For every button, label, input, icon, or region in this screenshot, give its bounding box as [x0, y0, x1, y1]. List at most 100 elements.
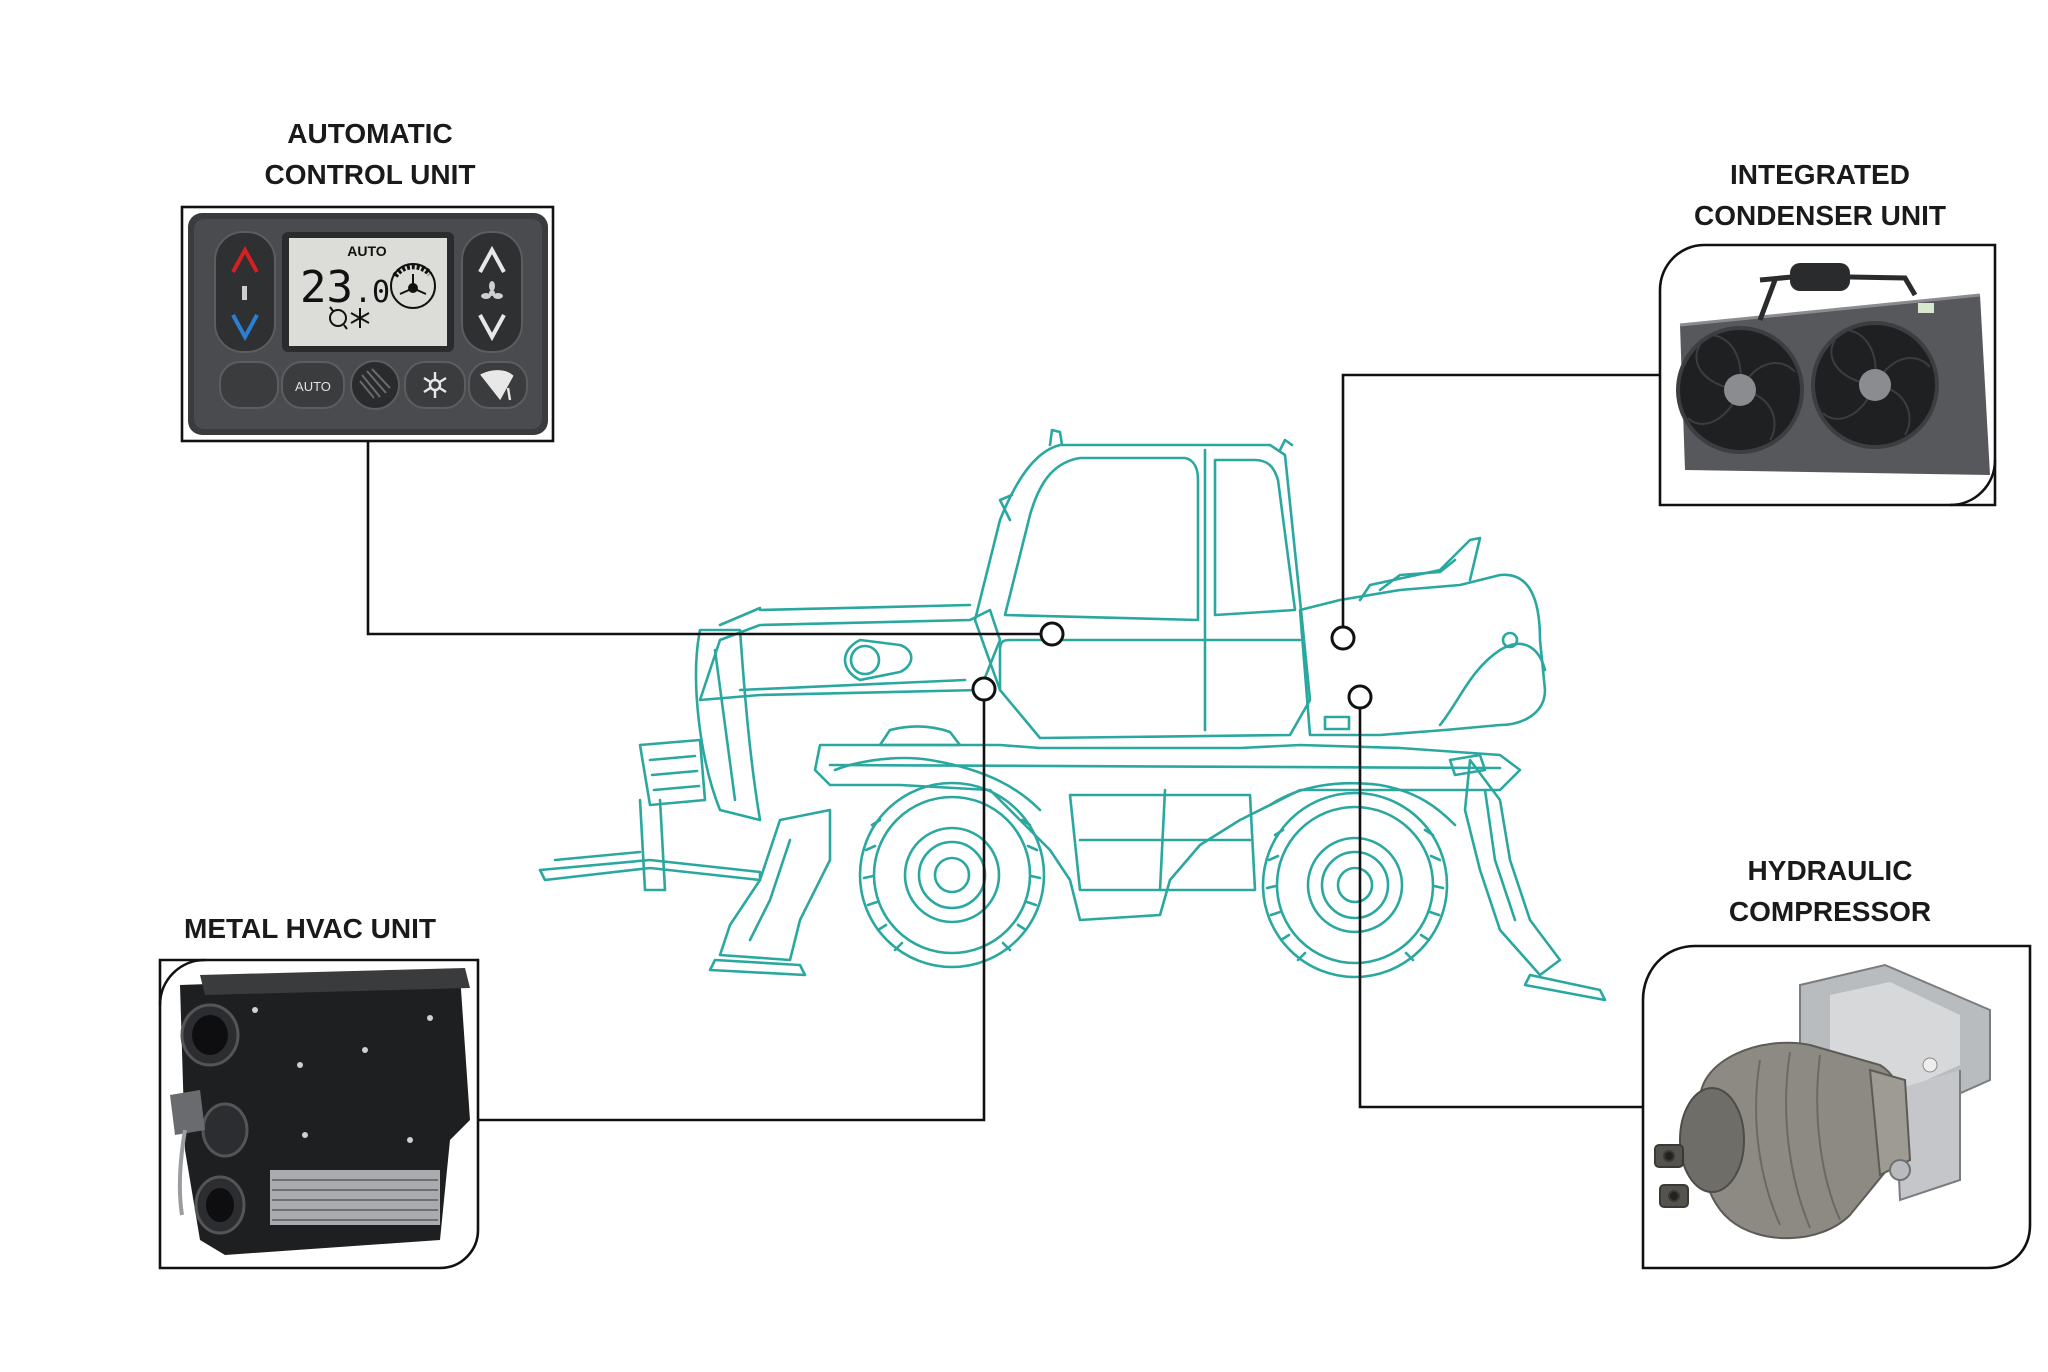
hvac-panel — [158, 958, 480, 1270]
snowflake-icon — [423, 372, 447, 398]
temp-up-arrow-icon — [231, 245, 259, 273]
front-tire-outer — [858, 781, 1046, 969]
fork-carriage — [638, 738, 707, 807]
leader-compressor — [1358, 697, 1643, 1109]
rear-stabilizer-inner — [1483, 788, 1517, 922]
knob-button[interactable] — [350, 360, 400, 410]
control-unit-title: AUTOMATIC CONTROL UNIT — [240, 113, 500, 195]
front-rim-inner — [917, 840, 987, 910]
condenser-sticker — [1918, 303, 1934, 313]
hvac-title: METAL HVAC UNIT — [160, 908, 460, 949]
compressor-title: HYDRAULIC COMPRESSOR — [1690, 850, 1970, 932]
hvac-grille — [270, 1170, 440, 1225]
cab-body — [973, 443, 1312, 740]
hvac-title-line1: METAL HVAC UNIT — [184, 913, 436, 944]
cab-mirror — [998, 493, 1014, 522]
boom-lower-line — [738, 678, 967, 692]
leader-hvac — [478, 690, 986, 1122]
carriage-upright — [694, 628, 762, 822]
temp-down-arrow-icon — [231, 314, 259, 342]
control-unit-panel: AUTO 23 .0 AUTO — [180, 205, 555, 443]
fan-down-arrow-icon — [478, 314, 506, 342]
compressor-front-face — [1679, 1087, 1745, 1193]
compressor-title-line2: COMPRESSOR — [1728, 896, 1932, 927]
thermometer-icon — [242, 286, 247, 300]
snowflake-lcd-icon — [350, 308, 370, 328]
hvac-frame-corner — [158, 958, 206, 1006]
lcd-mode: AUTO — [347, 243, 387, 259]
endpoint-condenser — [1330, 625, 1356, 651]
front-tire-inner — [872, 795, 1032, 955]
blank-button[interactable] — [219, 361, 279, 409]
lcd-temp-decimal: .0 — [354, 275, 390, 310]
telehandler-outline — [538, 428, 1607, 1002]
boom-rail — [718, 606, 762, 627]
condenser-housing-edge — [1679, 293, 1981, 327]
front-wheel — [858, 781, 1046, 969]
rear-tread — [1265, 828, 1445, 962]
rear-stabilizer — [1463, 758, 1562, 977]
front-fender — [833, 756, 1042, 812]
front-tread — [862, 818, 1042, 952]
hvac-connector — [170, 1090, 205, 1135]
rear-rim-inner — [1320, 850, 1390, 920]
hvac-mount-holes — [252, 1007, 433, 1143]
hvac-outlet-bottom-inner — [206, 1188, 234, 1222]
front-rim — [903, 826, 1001, 924]
condenser-frame-corner — [1949, 459, 1997, 507]
rear-tire-outer — [1261, 791, 1449, 979]
front-stabilizer — [718, 808, 832, 962]
chassis-frame — [813, 743, 1522, 922]
chassis-pod — [878, 725, 962, 747]
front-stabilizer-pad — [708, 958, 807, 977]
chassis-mid-line — [828, 763, 1502, 770]
cab-front-window — [1003, 456, 1200, 622]
condenser-title-line1: INTEGRATED — [1730, 159, 1910, 190]
fan-up-arrow-icon — [478, 245, 506, 273]
hvac-outlet-top-inner — [192, 1015, 228, 1055]
compressor-panel — [1641, 944, 2032, 1270]
endpoint-compressor — [1347, 684, 1373, 710]
bracket-hole — [1922, 1057, 1938, 1073]
fan-small-icon — [481, 281, 503, 299]
condenser-title: INTEGRATED CONDENSER UNIT — [1670, 154, 1970, 236]
chassis-cross-1 — [1158, 788, 1167, 892]
rear-cylinder — [1448, 753, 1487, 777]
hvac-outlet-mid — [201, 1102, 249, 1158]
receiver-drier — [1790, 263, 1850, 291]
condenser-fan-left — [1676, 326, 1804, 454]
front-hub — [933, 856, 971, 894]
hvac-top-plate — [200, 968, 470, 995]
carriage-rib — [713, 648, 737, 802]
endpoint-hvac — [971, 676, 997, 702]
rear-rim — [1306, 836, 1404, 934]
auto-button-label: AUTO — [295, 379, 331, 394]
control-unit-title-line2: CONTROL UNIT — [264, 159, 476, 190]
fork-upper — [538, 858, 762, 882]
rear-fender — [1268, 781, 1457, 827]
carriage-grill-1 — [648, 754, 701, 792]
chassis-lower-box — [1068, 793, 1257, 892]
cab-rear-handle — [1278, 438, 1294, 452]
rear-hub — [1336, 866, 1374, 904]
leader-endpoints — [971, 621, 1373, 710]
knob-grip-icon — [359, 368, 391, 399]
engine-top-rail — [1358, 536, 1482, 602]
boom-pivot — [849, 644, 881, 676]
rear-wheel — [1261, 791, 1449, 979]
condenser-fan-right — [1811, 321, 1939, 449]
compressor-title-line1: HYDRAULIC — [1747, 855, 1913, 886]
front-stabilizer-inner — [748, 838, 792, 942]
engine-rear-curve — [1438, 642, 1547, 727]
auto-button[interactable] — [281, 361, 345, 409]
compressor-fittings — [1654, 1144, 1689, 1208]
fork-mount — [638, 798, 667, 892]
engine-grille — [1378, 558, 1457, 592]
hvac-cable — [177, 1129, 187, 1216]
engine-housing — [1298, 573, 1547, 737]
rear-plate — [1323, 715, 1351, 731]
leader-control-unit — [366, 441, 1040, 636]
lcd-temp: 23 — [300, 262, 353, 313]
control-unit-title-line1: AUTOMATIC — [287, 118, 453, 149]
